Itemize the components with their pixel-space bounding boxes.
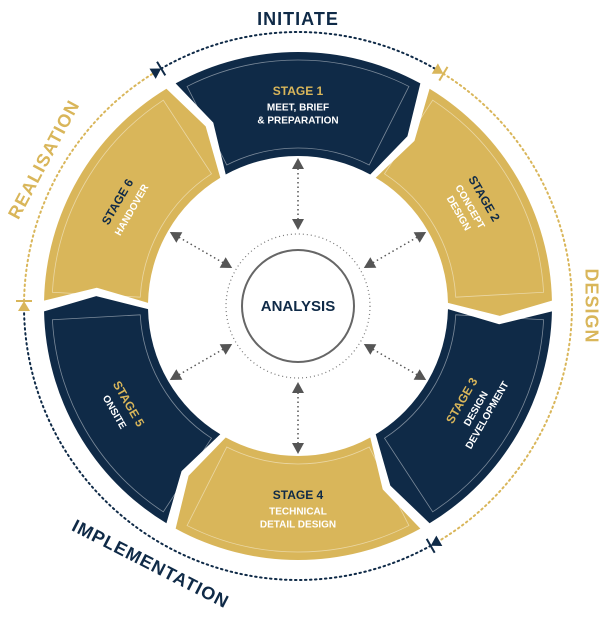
arrowhead-icon — [292, 158, 304, 169]
stage-description: TECHNICAL — [269, 507, 327, 518]
arrowhead-icon — [413, 232, 427, 243]
analysis-label: ANALYSIS — [261, 298, 335, 315]
phase-arc — [23, 305, 436, 581]
arrowhead-icon — [169, 232, 183, 243]
arrowhead-icon — [292, 382, 304, 393]
arrowhead-icon — [413, 369, 427, 380]
arrowhead-icon — [363, 344, 377, 355]
phase-label: DESIGN — [581, 268, 601, 343]
connector-line — [368, 346, 422, 378]
connector-line — [368, 234, 422, 266]
phase-marker-icon — [149, 61, 167, 79]
phase-arc — [155, 31, 441, 73]
phase-marker-icon — [431, 63, 449, 82]
phase-arc — [434, 70, 573, 545]
phase-label: INITIATE — [257, 9, 339, 29]
stage-description: DETAIL DESIGN — [260, 520, 336, 531]
arrowhead-icon — [219, 257, 233, 268]
arrowhead-icon — [292, 219, 304, 230]
phase-arc — [23, 70, 158, 307]
phase-marker-icon — [16, 300, 32, 311]
arrowhead-icon — [219, 344, 233, 355]
stage-title: STAGE 4 — [273, 488, 324, 502]
stage-title: STAGE 1 — [273, 84, 324, 98]
arrowhead-icon — [363, 257, 377, 268]
phase-marker-icon — [425, 535, 443, 554]
stage-1-segment[interactable]: STAGE 1 MEET, BRIEF & PREPARATION — [175, 52, 421, 175]
stage-description: & PREPARATION — [257, 116, 338, 127]
stage-4-segment[interactable]: STAGE 4 TECHNICAL DETAIL DESIGN — [175, 437, 421, 560]
connector-line — [174, 234, 228, 266]
analysis-circle[interactable] — [241, 249, 355, 363]
analysis-dotted-ring — [225, 233, 371, 379]
arrowhead-icon — [292, 443, 304, 454]
connector-line — [174, 346, 228, 378]
stage-description: MEET, BRIEF — [267, 103, 329, 114]
arrowhead-icon — [169, 369, 183, 380]
